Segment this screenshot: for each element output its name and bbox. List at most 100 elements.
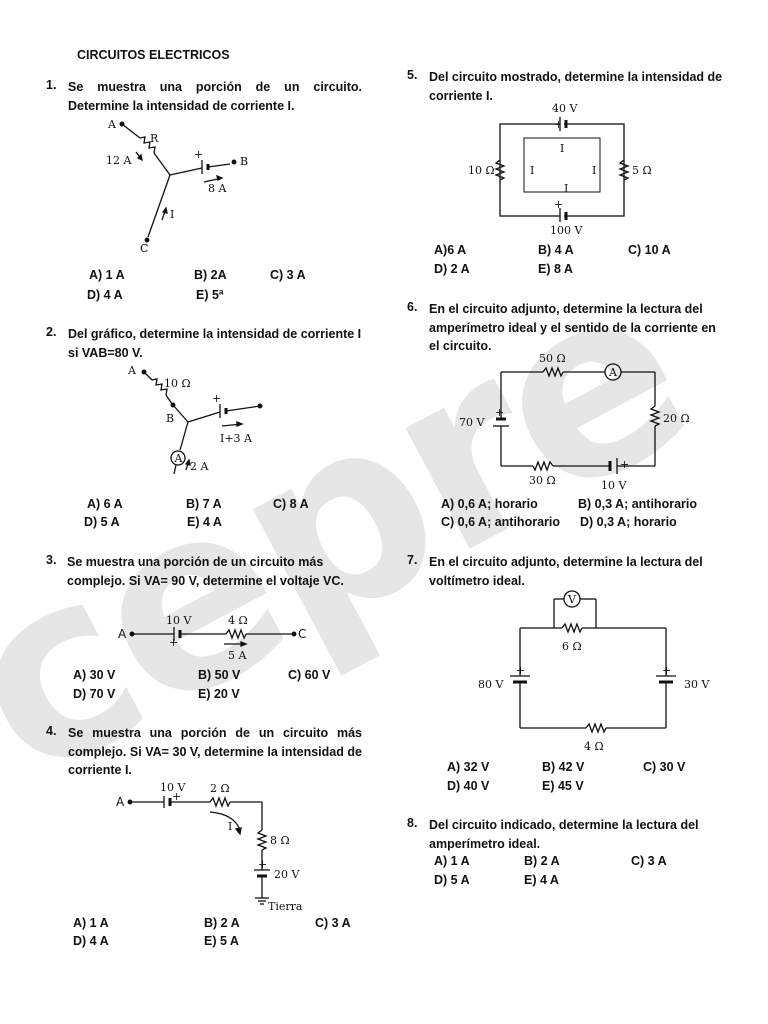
q3-resistor-icon — [225, 628, 247, 640]
q3-resistor-label: 4 Ω — [228, 614, 248, 627]
q2-option-c: C) 8 A — [273, 497, 309, 511]
q6-bottom-plus-label: + — [620, 458, 629, 471]
q7-right-plus-label: + — [662, 664, 671, 677]
q2-number: 2. — [46, 325, 57, 339]
q8-number: 8. — [407, 816, 418, 830]
q3-option-c: C) 60 V — [288, 668, 331, 682]
q6-option-d: D) 0,3 A; horario — [580, 515, 677, 529]
q5-bottom-plus-label: + — [554, 198, 563, 211]
q2-current-label: I+3 A — [220, 432, 253, 445]
q7-top-resistor-icon — [561, 622, 583, 634]
q4-option-e: E) 5 A — [204, 934, 239, 948]
q2-circuit-diagram: A 10 Ω B + I+3 A A 2 A — [127, 364, 263, 475]
q5-option-e: E) 8 A — [538, 262, 573, 276]
q2-resistor-label: 10 Ω — [164, 377, 191, 390]
q1-option-c: C) 3 A — [270, 268, 306, 282]
q4-option-d: D) 4 A — [73, 934, 109, 948]
q2-option-e: E) 4 A — [187, 515, 222, 529]
q4-resistor2-label: 8 Ω — [270, 834, 290, 847]
q5-text: Del circuito mostrado, determine la inte… — [429, 70, 723, 103]
q7-voltmeter-label: V — [567, 593, 577, 606]
q8-text: Del circuito indicado, determine la lect… — [429, 818, 699, 851]
q3-node-c-label: C — [298, 627, 306, 641]
q6-text: En el circuito adjunto, determine la lec… — [429, 302, 716, 353]
q7-right-voltage-label: 30 V — [684, 678, 710, 691]
q5-circuit-diagram: 40 V + 10 Ω 5 Ω I I I I + 100 V — [468, 102, 652, 237]
q7-bottom-resistor-label: 4 Ω — [584, 740, 604, 753]
q2-node-a-label: A — [127, 364, 137, 377]
q6-option-a: A) 0,6 A; horario — [441, 497, 538, 511]
q1-node-b-label: B — [240, 155, 248, 168]
q8-option-d: D) 5 A — [434, 873, 470, 887]
q4-plus2-label: + — [258, 858, 267, 871]
q5-option-a: A)6 A — [434, 243, 467, 257]
q1-resistor-icon — [139, 136, 156, 154]
page-title: CIRCUITOS ELECTRICOS — [77, 48, 230, 62]
q4-plus1-label: + — [172, 790, 181, 803]
q2-plus-label: + — [212, 392, 221, 405]
q5-left-resistor-icon — [494, 159, 506, 181]
q4-voltage1-label: 10 V — [160, 781, 186, 794]
q6-bottom-voltage-label: 10 V — [601, 479, 627, 492]
q2-current-2a-label: 2 A — [190, 460, 209, 473]
q6-left-plus-label: + — [495, 406, 504, 419]
q7-text: En el circuito adjunto, determine la lec… — [429, 555, 703, 588]
q3-option-e: E) 20 V — [198, 687, 240, 701]
q6-number: 6. — [407, 300, 418, 314]
q1-option-a: A) 1 A — [89, 268, 125, 282]
q2-node-b-label: B — [166, 412, 174, 425]
q4-option-c: C) 3 A — [315, 916, 351, 930]
q5-right-resistor-label: 5 Ω — [632, 164, 652, 177]
q5-right-resistor-icon — [618, 159, 630, 181]
q5-bottom-voltage-label: 100 V — [550, 224, 583, 237]
q5-option-b: B) 4 A — [538, 243, 574, 257]
q3-option-a: A) 30 V — [73, 668, 116, 682]
q5-option-d: D) 2 A — [434, 262, 470, 276]
q3-voltage-label: 10 V — [166, 614, 192, 627]
q1-number: 1. — [46, 78, 57, 92]
q1-text: Se muestra una porción de un circuito. D… — [68, 80, 362, 113]
q6-option-b: B) 0,3 A; antihorario — [578, 497, 697, 511]
q4-ground-label: Tierra — [268, 900, 303, 913]
q5-bottom-current-label: I — [564, 182, 568, 195]
q5-left-current-label: I — [530, 164, 534, 177]
q1-circuit-diagram: A R 12 A B + 8 A C I — [106, 118, 248, 255]
q1-current-8a-label: 8 A — [208, 182, 227, 195]
q4-number: 4. — [46, 724, 57, 738]
q6-ammeter-label: A — [608, 366, 618, 379]
q8-option-c: C) 3 A — [631, 854, 667, 868]
q7-left-plus-label: + — [516, 664, 525, 677]
q7-option-d: D) 40 V — [447, 779, 490, 793]
q6-right-resistor-label: 20 Ω — [663, 412, 690, 425]
q1-current-12a-label: 12 A — [106, 154, 132, 167]
q3-current-label: 5 A — [228, 649, 247, 662]
q6-option-c: C) 0,6 A; antihorario — [441, 515, 560, 529]
q2-option-a: A) 6 A — [87, 497, 123, 511]
q7-circuit-diagram: V 6 Ω + 80 V + 30 V 4 Ω — [478, 590, 710, 753]
q4-circuit-diagram: A 10 V + 2 Ω 8 Ω + 20 V Tierra I — [116, 781, 303, 913]
q1-node-a-label: A — [107, 118, 117, 131]
q7-bottom-resistor-icon — [585, 722, 607, 734]
q7-option-a: A) 32 V — [447, 760, 490, 774]
q1-option-e: E) 5ª — [196, 288, 224, 302]
q2-resistor-icon — [151, 378, 168, 396]
q7-top-resistor-label: 6 Ω — [562, 640, 582, 653]
q4-text: Se muestra una porción de un circuito má… — [68, 726, 362, 777]
q8-option-b: B) 2 A — [524, 854, 560, 868]
q2-text: Del gráfico, determine la intensidad de … — [68, 327, 362, 360]
q8-option-e: E) 4 A — [524, 873, 559, 887]
q1-plus-label: + — [194, 148, 203, 161]
q3-number: 3. — [46, 553, 57, 567]
q1-option-b: B) 2A — [194, 268, 227, 282]
q4-current-label: I — [228, 820, 232, 833]
q6-top-resistor-icon — [542, 366, 564, 378]
q3-option-b: B) 50 V — [198, 668, 241, 682]
q6-circuit-diagram: 50 Ω A 20 Ω + 10 V 30 Ω + 70 V — [459, 352, 690, 492]
q4-resistor2-icon — [256, 829, 268, 851]
q1-current-i-label: I — [170, 208, 174, 221]
q1-node-c-label: C — [140, 242, 148, 255]
q2-option-d: D) 5 A — [84, 515, 120, 529]
q6-bottom-resistor-label: 30 Ω — [529, 474, 556, 487]
q5-option-c: C) 10 A — [628, 243, 671, 257]
q3-text: Se muestra una porción de un circuito má… — [67, 555, 344, 588]
